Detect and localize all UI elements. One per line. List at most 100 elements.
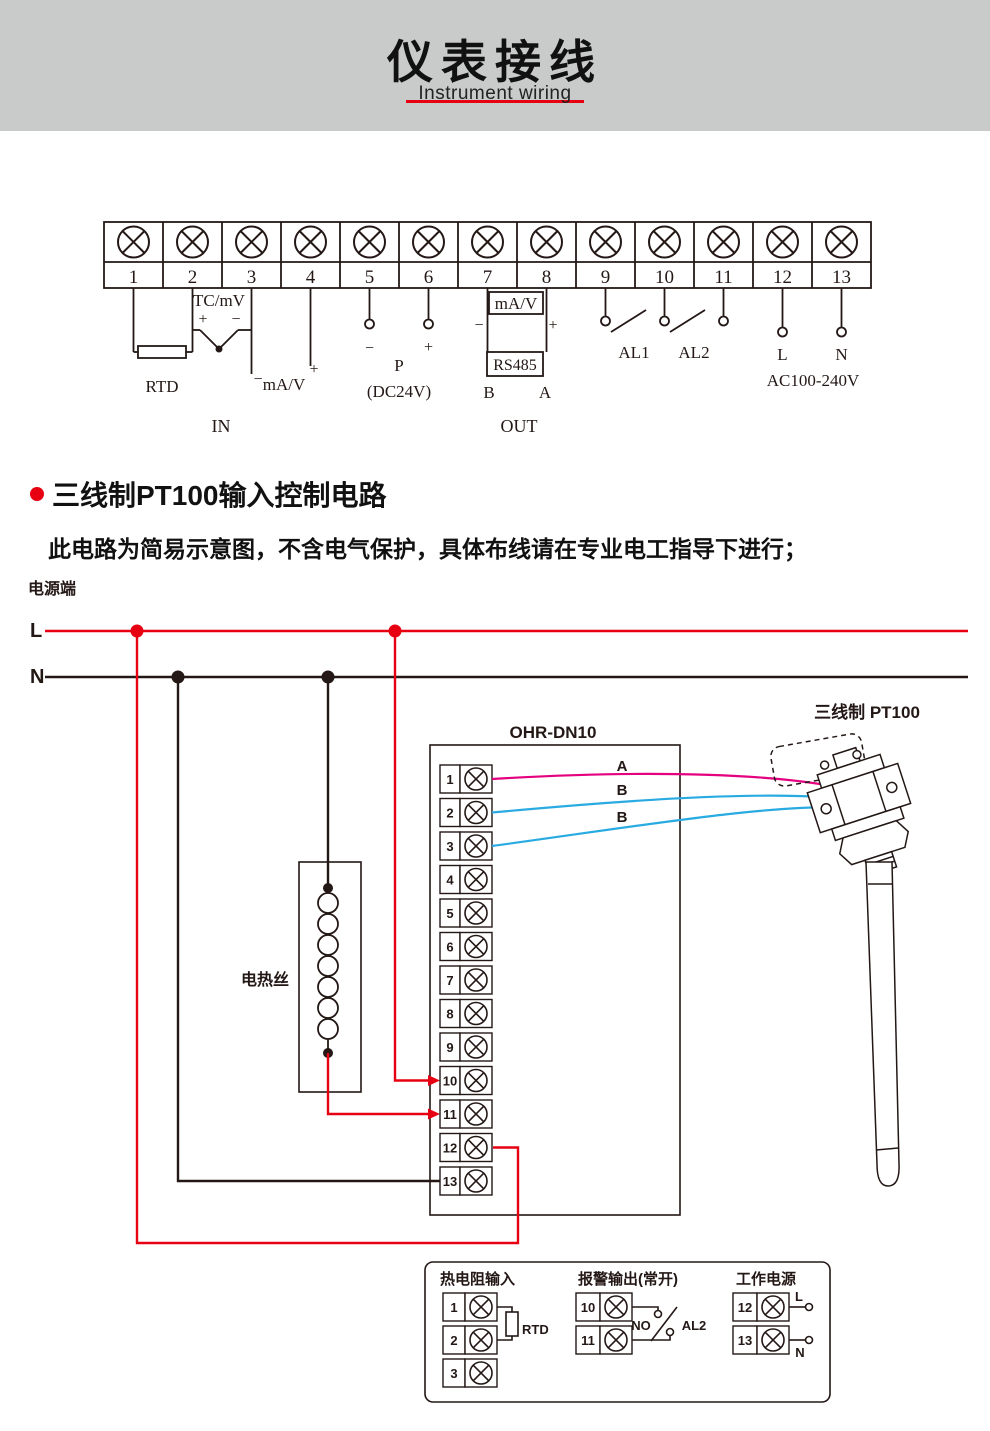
strip-input-labels: TC/mV + − RTD − mA/V + IN bbox=[146, 291, 319, 436]
screw-icon bbox=[235, 225, 268, 259]
device-terminal bbox=[439, 898, 493, 928]
wire-b2-label: B bbox=[617, 809, 628, 826]
terminal-number: 8 bbox=[542, 267, 552, 288]
terminal-number: 6 bbox=[424, 267, 434, 288]
terminal-number: 9 bbox=[601, 267, 611, 288]
device-terminal bbox=[439, 797, 493, 828]
page-subtitle: Instrument wiring bbox=[418, 83, 572, 104]
terminal-number: 11 bbox=[581, 1333, 595, 1348]
terminal-number: 11 bbox=[443, 1107, 457, 1122]
wire-a bbox=[491, 772, 863, 795]
device-terminal bbox=[439, 998, 493, 1029]
screw-icon bbox=[412, 225, 445, 259]
strip-p-labels: − + P (DC24V) bbox=[365, 339, 433, 401]
control-circuit-diagram: 电源端 L N OHR-DN10 电热丝 bbox=[28, 579, 968, 1403]
rtd-label: RTD bbox=[146, 377, 179, 396]
wire-b1 bbox=[491, 794, 865, 814]
tc-junction-dot bbox=[215, 345, 223, 353]
terminal-number: 3 bbox=[247, 267, 257, 288]
terminal-number: 1 bbox=[446, 772, 453, 787]
legend-l-label: L bbox=[795, 1289, 803, 1304]
rtd-resistor-icon bbox=[137, 345, 187, 359]
screw-icon bbox=[589, 225, 622, 259]
terminal-number: 3 bbox=[450, 1366, 457, 1381]
terminal-number: 4 bbox=[446, 873, 454, 888]
screw-icon bbox=[604, 1328, 628, 1352]
terminal-number: 10 bbox=[443, 1074, 457, 1089]
screw-icon bbox=[294, 225, 327, 259]
ma-v-out-box bbox=[488, 291, 544, 315]
screw-icon bbox=[469, 1295, 493, 1319]
legend-rtd-resistor-icon bbox=[505, 1311, 519, 1337]
legend-alarm-title: 报警输出(常开) bbox=[578, 1270, 678, 1288]
terminal-number: 7 bbox=[446, 973, 453, 988]
device-box: OHR-DN10 bbox=[429, 723, 681, 1216]
terminal-number: 10 bbox=[581, 1300, 595, 1315]
terminal-number: 4 bbox=[306, 267, 316, 288]
legend-box bbox=[424, 1261, 831, 1403]
sensor-label: 三线制 PT100 bbox=[814, 702, 920, 722]
al1-switch-blade bbox=[610, 309, 647, 333]
ma-v-out-minus: − bbox=[474, 317, 483, 334]
legend-al2-label: AL2 bbox=[682, 1318, 707, 1333]
device-terminal bbox=[439, 1099, 493, 1129]
device-terminal bbox=[439, 965, 493, 995]
ac-l-label: L bbox=[777, 345, 787, 364]
legend-rtd-label: RTD bbox=[522, 1322, 549, 1337]
device-terminal bbox=[439, 1032, 493, 1062]
strip-alarm-wiring bbox=[600, 288, 729, 333]
legend-n-label: N bbox=[795, 1345, 804, 1360]
terminal-number: 13 bbox=[443, 1174, 457, 1189]
p-plus-sign: + bbox=[424, 339, 433, 356]
ac-n-label: N bbox=[835, 345, 847, 364]
legend-alarm-group: 报警输出(常开) 10 11 NO AL2 bbox=[575, 1270, 707, 1355]
tc-plus-sign: + bbox=[198, 311, 207, 328]
sensor-cover-dashed bbox=[770, 733, 866, 787]
p-label: P bbox=[394, 356, 403, 375]
wire-arrowhead-icon bbox=[428, 1108, 440, 1120]
terminal-number: 3 bbox=[446, 839, 453, 854]
wire-a-label: A bbox=[617, 758, 628, 775]
terminal-number: 12 bbox=[773, 267, 792, 288]
ma-v-in-minus: − bbox=[253, 371, 262, 388]
ma-v-in-label: mA/V bbox=[263, 375, 306, 394]
power-rails: 电源端 L N bbox=[28, 579, 968, 688]
terminal-number: 5 bbox=[446, 906, 453, 921]
legend-power-title: 工作电源 bbox=[736, 1270, 796, 1288]
screw-icon bbox=[761, 1295, 785, 1319]
device-terminal bbox=[439, 864, 493, 895]
sensor-probe bbox=[865, 861, 900, 1187]
terminal-strip-numbers: 1 2 3 4 5 6 7 8 9 10 11 12 13 bbox=[129, 267, 851, 288]
device-terminal bbox=[439, 831, 493, 861]
terminal-number: 13 bbox=[832, 267, 851, 288]
l-to-terminal10-wire bbox=[393, 631, 428, 1082]
terminal-number: 9 bbox=[446, 1040, 453, 1055]
al2-label: AL2 bbox=[678, 343, 709, 362]
p-minus-sign: − bbox=[365, 340, 374, 357]
wire-b1-label: B bbox=[617, 782, 628, 799]
screw-icon bbox=[707, 225, 740, 259]
heater-to-terminal11-wire bbox=[326, 1053, 428, 1116]
rs485-label: RS485 bbox=[493, 357, 537, 374]
device-terminals bbox=[439, 764, 493, 1196]
power-terminal-label: 电源端 bbox=[28, 579, 76, 598]
device-terminal bbox=[439, 1166, 493, 1196]
legend-rtd-title: 热电阻输入 bbox=[440, 1270, 515, 1288]
terminal-number: 7 bbox=[483, 267, 493, 288]
terminal-number: 1 bbox=[129, 267, 139, 288]
header-banner: 仪表接线 Instrument wiring bbox=[0, 0, 990, 131]
l-rail-label: L bbox=[30, 620, 42, 642]
legend-switch-blade bbox=[650, 1306, 678, 1342]
ma-v-out-plus: + bbox=[548, 317, 557, 334]
ac-range-label: AC100-240V bbox=[767, 371, 860, 390]
device-terminal bbox=[439, 1132, 493, 1163]
screw-icon bbox=[766, 225, 799, 259]
terminal-number: 2 bbox=[450, 1333, 457, 1348]
strip-p-wiring bbox=[364, 288, 434, 330]
device-terminal-numbers: 1 2 3 4 5 6 7 8 9 10 11 12 13 bbox=[443, 772, 457, 1189]
out-label: OUT bbox=[501, 416, 538, 436]
strip-out-wiring bbox=[486, 288, 548, 377]
neutral-wires bbox=[176, 677, 440, 1183]
legend-rtd-group: 热电阻输入 1 2 3 RTD bbox=[440, 1270, 549, 1388]
